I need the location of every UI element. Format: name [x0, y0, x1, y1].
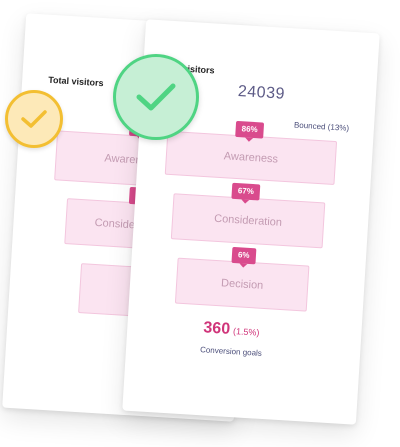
conversion-summary: 360(1.5%)	[203, 319, 260, 340]
percent-badge: 67%	[231, 182, 261, 201]
back-card-title: Total visitors	[47, 74, 104, 89]
stage-label: Decision	[220, 277, 264, 292]
checkmark-icon	[21, 110, 47, 128]
checkmark-icon	[136, 83, 176, 111]
percent-badge: 6%	[231, 246, 256, 265]
total-visitors-count: 24039	[237, 82, 286, 103]
conversion-count: 360	[202, 319, 231, 338]
green-check-badge	[113, 54, 199, 140]
percent-badge: 86%	[235, 120, 265, 139]
conversion-rate: (1.5%)	[232, 326, 260, 338]
stage-label: Consideration	[213, 212, 283, 229]
stage-label: Awareness	[223, 150, 279, 166]
bounced-rate: Bounced (13%)	[293, 120, 350, 133]
conversion-goals-label: Conversion goals	[199, 345, 263, 358]
yellow-check-badge	[5, 90, 63, 148]
